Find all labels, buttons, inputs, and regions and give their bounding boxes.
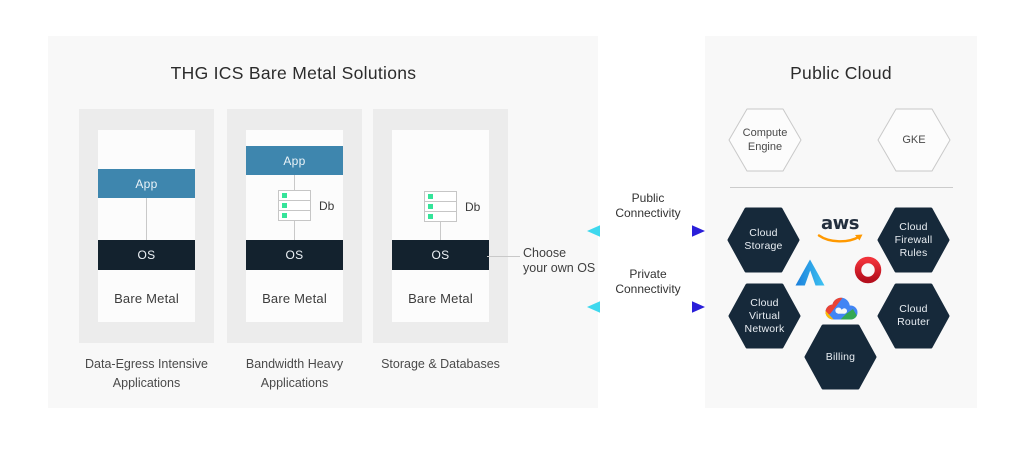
bare-metal-label: Bare Metal	[262, 291, 327, 306]
hex-label-line: Virtual	[749, 309, 780, 322]
os-label: OS	[285, 248, 304, 262]
section-divider	[730, 187, 953, 188]
google-cloud-logo	[822, 296, 860, 326]
hex-label-line: Rules	[899, 246, 928, 259]
hex-label-line: Storage	[744, 240, 783, 252]
hexagon-cloud-virtual-network: Cloud Virtual Network	[728, 283, 801, 349]
hexagon-billing: Billing	[804, 324, 877, 390]
card-caption: Data-Egress Intensive Applications	[79, 355, 214, 393]
caption-line: Applications	[112, 376, 181, 390]
app-box: App	[98, 169, 195, 198]
bare-metal-label: Bare Metal	[408, 291, 473, 306]
green-indicator-icon	[428, 204, 433, 209]
private-connectivity-arrow-icon	[587, 300, 705, 314]
card-caption: Storage & Databases	[373, 355, 508, 374]
green-indicator-icon	[428, 194, 433, 199]
label-line: Private	[629, 267, 667, 281]
label-line: Public	[631, 191, 665, 205]
connector-line	[146, 198, 147, 240]
os-box: OS	[392, 240, 489, 270]
label-line: Connectivity	[615, 282, 681, 296]
db-row	[424, 211, 457, 222]
os-label: OS	[431, 248, 450, 262]
hex-label-line: Network	[744, 322, 785, 335]
caption-line: Bandwidth Heavy	[245, 357, 344, 371]
caption-line: Applications	[260, 376, 329, 390]
oracle-logo	[854, 256, 882, 289]
aws-logo: aws	[817, 215, 863, 250]
db-row	[278, 210, 311, 221]
os-box: OS	[246, 240, 343, 270]
connector-line	[294, 221, 295, 240]
os-label: OS	[137, 248, 156, 262]
aws-smile-icon	[817, 234, 863, 243]
card-bandwidth-heavy: App Db OS Bare Metal	[227, 109, 362, 343]
choose-os-annotation: Choose your own OS	[523, 246, 595, 276]
db-label: Db	[319, 199, 335, 213]
database-stack-icon	[424, 191, 457, 222]
green-indicator-icon	[428, 214, 433, 219]
database-stack-icon	[278, 190, 311, 221]
os-box: OS	[98, 240, 195, 270]
caption-line: Storage & Databases	[381, 357, 500, 371]
public-cloud-panel: Public Cloud Compute Engine GKE	[705, 36, 977, 408]
db-label: Db	[465, 200, 481, 214]
annotation-line-1: Choose	[523, 246, 567, 260]
green-indicator-icon	[282, 213, 287, 218]
public-connectivity-label: Public Connectivity	[588, 191, 708, 221]
hex-label-line: Router	[897, 316, 930, 328]
card-storage-databases: Db OS Bare Metal	[373, 109, 508, 343]
left-panel-title: THG ICS Bare Metal Solutions	[170, 63, 417, 83]
connector-line	[294, 175, 295, 190]
connector-line	[440, 222, 441, 240]
right-panel-title: Public Cloud	[790, 63, 892, 83]
hex-label-line: Cloud	[899, 220, 928, 233]
card-caption: Bandwidth Heavy Applications	[227, 355, 362, 393]
hexagon-compute-engine: Compute Engine	[728, 108, 802, 172]
green-indicator-icon	[282, 193, 287, 198]
hexagon-cloud-storage: Cloud Storage	[727, 207, 800, 273]
hex-label-line: Firewall	[894, 233, 933, 246]
private-connectivity-label: Private Connectivity	[588, 267, 708, 297]
green-indicator-icon	[282, 203, 287, 208]
hex-label-line: Cloud	[749, 227, 778, 239]
annotation-line-2: your own OS	[523, 261, 596, 275]
public-connectivity-arrow-icon	[587, 224, 705, 238]
caption-line: Data-Egress Intensive	[85, 357, 208, 371]
hex-label-line: Compute	[742, 127, 788, 139]
app-label: App	[283, 153, 306, 168]
bare-metal-label: Bare Metal	[114, 291, 179, 306]
hex-label-line: Cloud	[899, 303, 928, 315]
label-line: Connectivity	[615, 206, 681, 220]
bare-metal-solutions-panel: THG ICS Bare Metal Solutions App OS Bare…	[48, 36, 598, 408]
hex-label-line: Billing	[825, 350, 856, 363]
annotation-connector-line	[487, 256, 520, 257]
aws-wordmark: aws	[821, 213, 860, 234]
app-box: App	[246, 146, 343, 175]
hex-label-line: GKE	[902, 134, 926, 146]
hexagon-cloud-firewall-rules: Cloud Firewall Rules	[877, 207, 950, 273]
hexagon-cloud-router: Cloud Router	[877, 283, 950, 349]
card-data-egress: App OS Bare Metal	[79, 109, 214, 343]
azure-logo	[795, 259, 825, 291]
hex-label-line: Cloud	[750, 296, 779, 309]
app-label: App	[135, 176, 158, 191]
hex-label-line: Engine	[747, 141, 783, 153]
hexagon-gke: GKE	[877, 108, 951, 172]
